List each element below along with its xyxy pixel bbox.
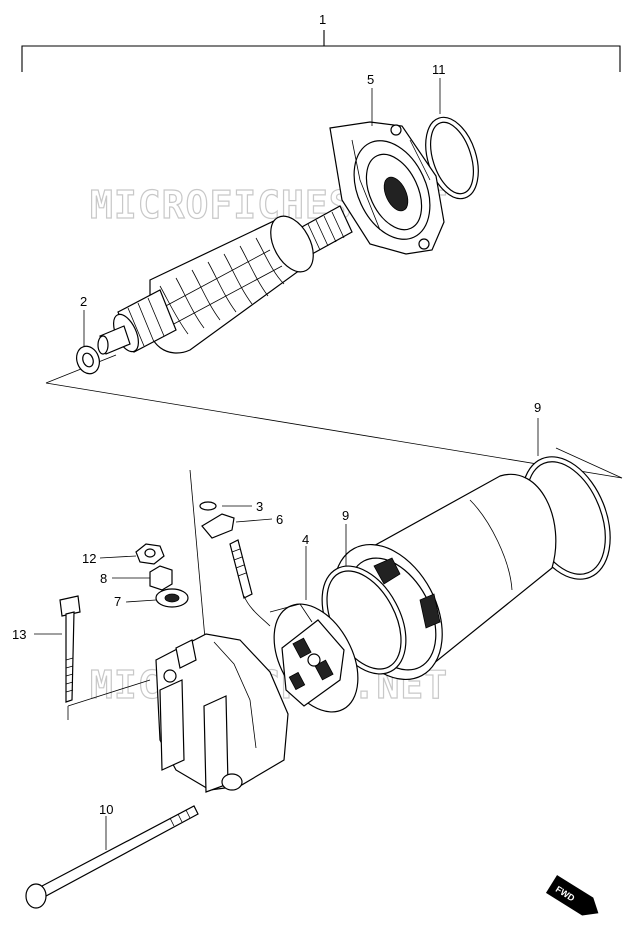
front-housing-5 (329, 121, 445, 255)
alignment-lines (45, 354, 623, 720)
through-bolt-10 (25, 805, 199, 909)
insulator-6 (201, 513, 235, 539)
fwd-direction-badge: FWD (545, 875, 599, 916)
callout-8: 8 (100, 571, 107, 586)
nut-12 (135, 543, 165, 565)
callout-4: 4 (302, 532, 309, 547)
callouts: 1 2 3 4 5 6 7 8 9 9 10 11 12 13 (12, 12, 541, 817)
callout-2: 2 (80, 294, 87, 309)
terminal-bolt (229, 539, 271, 627)
bolt-13 (59, 595, 81, 703)
callout-1: 1 (319, 12, 326, 27)
callout-10: 10 (99, 802, 113, 817)
armature (97, 205, 353, 355)
callout-9-lower: 9 (342, 508, 349, 523)
callout-3: 3 (256, 499, 263, 514)
callout-5: 5 (367, 72, 374, 87)
callout-11: 11 (432, 62, 446, 77)
nut-8 (149, 565, 173, 591)
assembly-bracket (21, 30, 621, 72)
washer-2 (76, 345, 100, 375)
callout-6: 6 (276, 512, 283, 527)
o-ring-11 (425, 116, 479, 200)
o-ring-3 (199, 501, 217, 511)
leader-lines (34, 78, 539, 850)
brush-holder-4 (269, 603, 359, 713)
rear-cover (155, 633, 289, 793)
seal-7 (155, 588, 189, 608)
callout-7: 7 (114, 594, 121, 609)
callout-9-upper: 9 (534, 400, 541, 415)
callout-13: 13 (12, 627, 26, 642)
callout-12: 12 (82, 551, 96, 566)
